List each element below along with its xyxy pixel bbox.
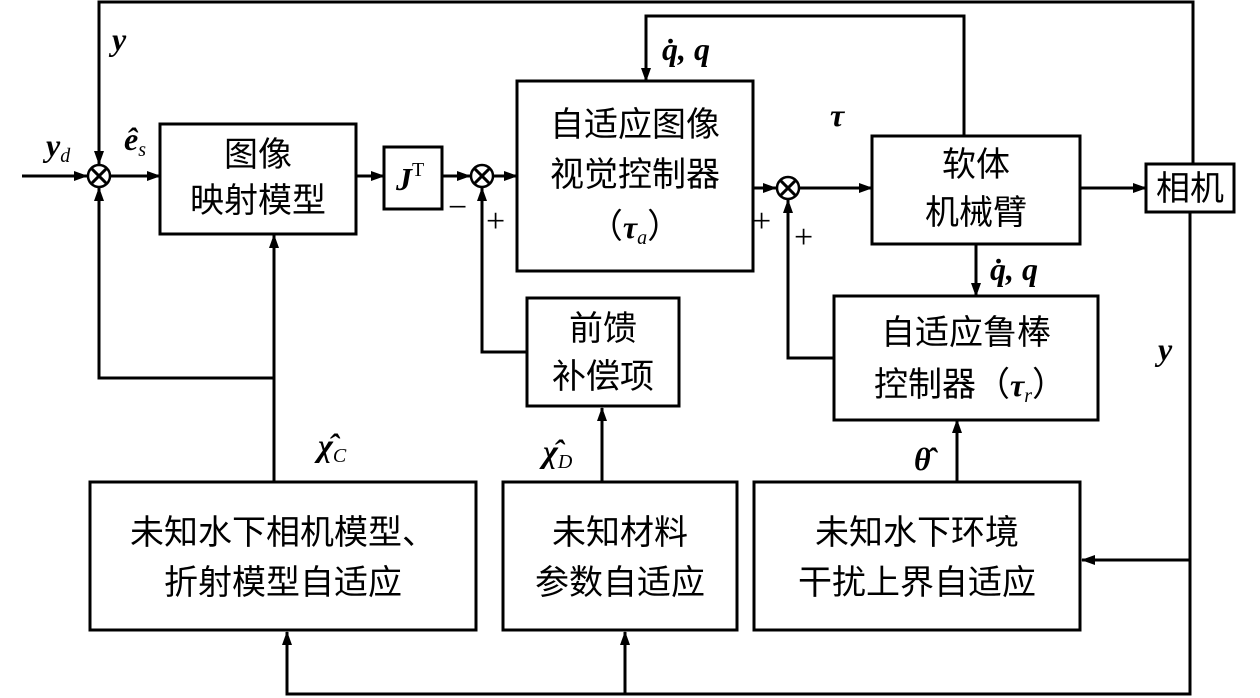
- chi-d-label: χ̂D: [539, 433, 573, 473]
- feedforward-line2: 补偿项: [552, 357, 654, 397]
- visual-controller-line1: 自适应图像: [550, 105, 720, 145]
- robust-controller-line1: 自适应鲁棒: [881, 313, 1051, 353]
- tau-label: τ: [830, 97, 846, 133]
- image-mapping-line2: 映射模型: [190, 181, 326, 221]
- wire-y-feedback-top: [94, 0, 1195, 165]
- junction-signs: − + + +: [448, 189, 813, 256]
- signal-wires: [22, 0, 1195, 696]
- es-label: ês: [124, 121, 146, 161]
- visual-controller-symbol: （τa）: [589, 207, 681, 249]
- camera-model-adapt-line1: 未知水下相机模型、: [130, 513, 436, 553]
- wire-q-feedback-top: [641, 14, 966, 136]
- image-mapping-block: 图像 映射模型: [158, 122, 358, 236]
- disturbance-adapt-line1: 未知水下环境: [815, 513, 1019, 553]
- wire-feedforward-to-sum2: [477, 187, 527, 354]
- visual-controller-line2: 视觉控制器: [550, 155, 720, 195]
- image-mapping-line1: 图像: [224, 135, 292, 175]
- yd-label: yd: [42, 127, 71, 167]
- camera-label: 相机: [1156, 169, 1224, 209]
- qdot-q-top-label: q̇, q: [662, 31, 710, 67]
- soft-arm-line2: 机械臂: [925, 193, 1027, 233]
- summing-junction-3: [775, 175, 801, 201]
- summing-junction-2: [469, 163, 495, 189]
- robust-controller-line2: 控制器（τr）: [874, 365, 1066, 407]
- signal-labels: yd y ês τ q̇, q q̇, q y χ̂C χ̂D θ̂: [42, 21, 1173, 477]
- camera-block: 相机: [1144, 162, 1236, 214]
- y-top-label: y: [108, 21, 127, 57]
- wire-robust-to-sum3: [783, 199, 834, 360]
- feedforward-line1: 前馈: [569, 309, 637, 349]
- material-adapt-line2: 参数自适应: [535, 563, 705, 603]
- disturbance-adapt-line2: 干扰上界自适应: [798, 563, 1036, 603]
- wire-y-bus: [282, 212, 1192, 696]
- camera-model-adapt-line2: 折射模型自适应: [164, 563, 402, 603]
- jacobian-label: JT: [395, 159, 424, 197]
- wire-chic-to-sum1: [94, 187, 274, 380]
- material-adapt-line1: 未知材料: [552, 513, 688, 553]
- material-parameter-adaptation-block: 未知材料 参数自适应: [501, 480, 739, 632]
- y-right-label: y: [1154, 331, 1173, 367]
- soft-arm-line1: 软体: [942, 145, 1010, 185]
- theta-hat-label: θ̂: [914, 441, 939, 477]
- sum2-minus-sign: −: [448, 189, 467, 226]
- sum3-plus-bottom-sign: +: [794, 219, 813, 256]
- feedforward-compensation-block: 前馈 补偿项: [525, 296, 681, 408]
- jacobian-transpose-block: JT: [382, 145, 444, 211]
- soft-arm-block: 软体 机械臂: [870, 134, 1082, 246]
- camera-refraction-adaptation-block: 未知水下相机模型、 折射模型自适应: [88, 480, 478, 632]
- chi-c-label: χ̂C: [314, 427, 347, 467]
- adaptive-visual-controller-block: 自适应图像 视觉控制器 （τa）: [515, 79, 755, 273]
- sum3-plus-left-sign: +: [752, 203, 771, 240]
- disturbance-bound-adaptation-block: 未知水下环境 干扰上界自适应: [752, 480, 1082, 632]
- summing-junction-1: [86, 163, 112, 189]
- adaptive-robust-controller-block: 自适应鲁棒 控制器（τr）: [832, 294, 1100, 422]
- qdot-q-mid-label: q̇, q: [990, 251, 1038, 287]
- sum2-plus-sign: +: [486, 203, 505, 240]
